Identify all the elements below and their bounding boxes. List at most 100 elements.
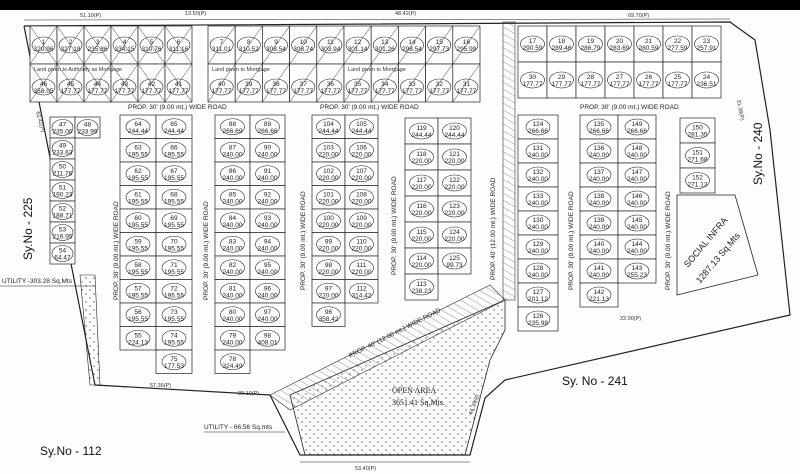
plot[interactable]: 136240.00: [579, 138, 619, 164]
plot[interactable]: 100220.00: [311, 208, 346, 233]
plot[interactable]: 22277.59: [662, 25, 693, 63]
plot[interactable]: 111220.00: [344, 255, 379, 280]
plot[interactable]: 17290.59: [517, 25, 548, 63]
plot[interactable]: 10308.74: [289, 25, 318, 65]
plot[interactable]: 101220.00: [311, 185, 346, 210]
plot[interactable]: 58195.55: [119, 255, 157, 280]
plot[interactable]: 87240.00: [214, 138, 251, 163]
plot[interactable]: 90240.00: [249, 138, 286, 163]
plot[interactable]: 13301.26: [370, 25, 399, 65]
plot[interactable]: 68195.55: [155, 185, 193, 210]
plot[interactable]: 107220.00: [344, 161, 379, 186]
plot[interactable]: 148240.00: [617, 138, 657, 164]
plot[interactable]: 98220.00: [311, 255, 346, 280]
plot[interactable]: 128240.00: [517, 258, 559, 284]
plot[interactable]: 91240.00: [249, 161, 286, 186]
plot[interactable]: 57195.55: [119, 279, 157, 304]
plot[interactable]: 149266.66: [617, 114, 657, 140]
plot[interactable]: 11303.94: [316, 25, 345, 65]
plot[interactable]: 81240.00: [214, 279, 251, 304]
plot[interactable]: 41177.77: [164, 63, 193, 103]
plot[interactable]: 69195.55: [155, 208, 193, 233]
plot[interactable]: 5464.47: [49, 242, 76, 265]
plot[interactable]: 29177.77: [546, 61, 577, 99]
plot[interactable]: 120244.44: [437, 117, 472, 145]
plot[interactable]: 61195.55: [119, 185, 157, 210]
plot[interactable]: 9308.54: [262, 25, 290, 65]
plot[interactable]: 50211.76: [49, 158, 76, 181]
plot[interactable]: 144240.00: [617, 234, 657, 260]
plot[interactable]: 35177.77: [343, 63, 372, 103]
plot[interactable]: 74195.55: [155, 326, 193, 351]
plot[interactable]: 47235.00: [49, 116, 76, 139]
plot[interactable]: 93240.00: [249, 208, 286, 233]
plot[interactable]: 142221.13: [579, 282, 619, 308]
plot[interactable]: 40177.77: [207, 63, 236, 103]
plot[interactable]: 131240.00: [517, 138, 559, 164]
plot[interactable]: 79240.00: [214, 326, 251, 351]
plot[interactable]: 15297.73: [425, 25, 454, 65]
plot[interactable]: 122220.00: [437, 169, 472, 197]
plot[interactable]: 124220.00: [437, 221, 472, 249]
plot[interactable]: 42177.77: [137, 63, 166, 103]
plot[interactable]: 119244.44: [404, 117, 439, 145]
plot[interactable]: 108220.00: [344, 185, 379, 210]
plot[interactable]: 102220.00: [311, 161, 346, 186]
plot[interactable]: 64244.44: [119, 114, 157, 139]
plot[interactable]: 28177.77: [575, 61, 606, 99]
plot[interactable]: 96240.00: [249, 279, 286, 304]
plot[interactable]: 7311.01: [207, 25, 236, 65]
plot[interactable]: 123220.00: [437, 195, 472, 223]
plot[interactable]: 24236.51: [691, 61, 722, 99]
plot[interactable]: 113238.23: [404, 273, 439, 301]
plot[interactable]: 118220.00: [404, 143, 439, 171]
plot[interactable]: 129240.00: [517, 234, 559, 260]
plot[interactable]: 137240.00: [579, 162, 619, 188]
plot[interactable]: 95240.00: [249, 255, 286, 280]
plot[interactable]: 98408.01: [249, 326, 286, 351]
plot[interactable]: 1320.96: [29, 25, 58, 65]
plot[interactable]: 97240.00: [249, 302, 286, 327]
plot[interactable]: 44177.77: [83, 63, 112, 103]
plot[interactable]: 26177.77: [633, 61, 664, 99]
plot[interactable]: 103220.00: [311, 138, 346, 163]
plot[interactable]: 152271.13: [679, 167, 716, 194]
plot[interactable]: 59195.55: [119, 232, 157, 257]
plot[interactable]: 37177.77: [289, 63, 318, 103]
plot[interactable]: 14298.54: [398, 25, 426, 65]
plot[interactable]: 3235.86: [83, 25, 112, 65]
plot[interactable]: 104244.44: [311, 114, 346, 139]
plot[interactable]: 130240.00: [517, 210, 559, 236]
plot[interactable]: 150281.35: [679, 117, 716, 144]
plot[interactable]: 6311.16: [164, 25, 193, 65]
plot[interactable]: 121220.00: [437, 143, 472, 171]
plot[interactable]: 66195.55: [155, 138, 193, 163]
plot[interactable]: 85240.00: [214, 185, 251, 210]
plot[interactable]: 67195.55: [155, 161, 193, 186]
plot[interactable]: 39177.77: [234, 63, 263, 103]
plot[interactable]: 106220.00: [344, 138, 379, 163]
plot[interactable]: 5310.76: [137, 25, 166, 65]
plot[interactable]: 116220.00: [404, 195, 439, 223]
plot[interactable]: 132240.00: [517, 162, 559, 188]
plot[interactable]: 23257.91: [691, 25, 722, 63]
plot[interactable]: 62195.55: [119, 161, 157, 186]
plot[interactable]: 8310.52: [234, 25, 263, 65]
plot[interactable]: 63195.55: [119, 138, 157, 163]
plot[interactable]: 135266.66: [579, 114, 619, 140]
plot[interactable]: 65244.44: [155, 114, 193, 139]
plot[interactable]: 140240.00: [579, 234, 619, 260]
plot[interactable]: 25177.77: [662, 61, 693, 99]
plot[interactable]: 19286.79: [575, 25, 606, 63]
plot[interactable]: 146240.00: [617, 186, 657, 212]
plot[interactable]: 55224.13: [119, 326, 157, 351]
plot[interactable]: 60195.55: [119, 208, 157, 233]
plot[interactable]: 105244.44: [344, 114, 379, 139]
plot[interactable]: 70195.55: [155, 232, 193, 257]
plot[interactable]: 145240.00: [617, 210, 657, 236]
plot[interactable]: 36177.77: [316, 63, 345, 103]
plot[interactable]: 52188.71: [49, 200, 76, 223]
plot[interactable]: 51190.23: [49, 179, 76, 202]
plot[interactable]: 53216.95: [49, 221, 76, 244]
plot[interactable]: 18289.46: [546, 25, 577, 63]
